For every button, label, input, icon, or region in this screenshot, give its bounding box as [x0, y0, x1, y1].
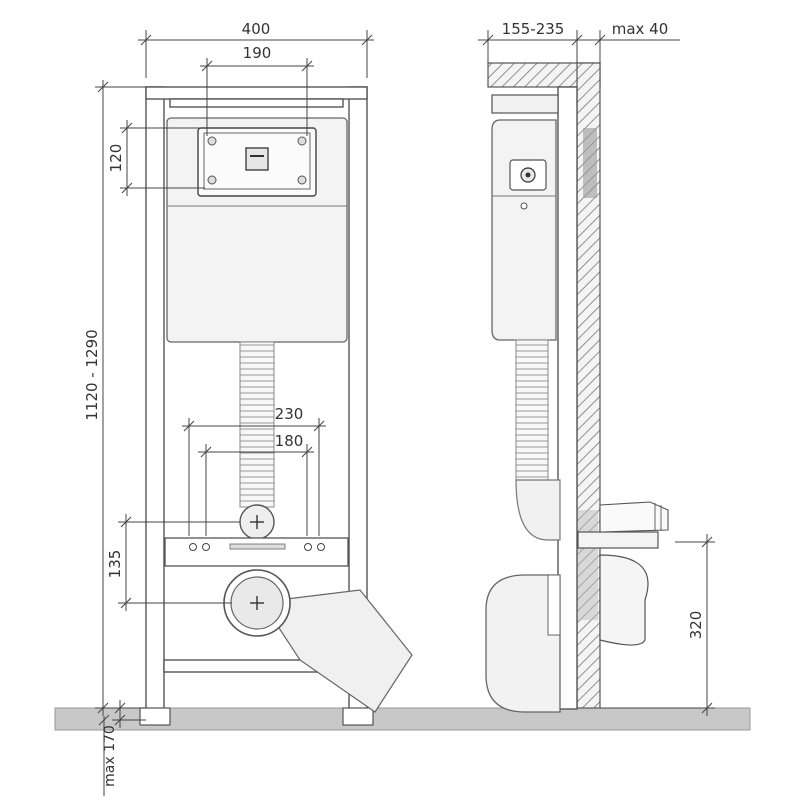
side-dimensions: 155-235 max 40 320	[478, 20, 715, 716]
dim-leg-extension-label: max 170	[102, 725, 118, 787]
dim-button-spacing-label: 190	[243, 44, 272, 62]
side-drain-bend	[485, 574, 561, 713]
dim-button-height-label: 120	[107, 144, 125, 173]
flush-mechanism	[245, 147, 269, 171]
top-bracket	[169, 98, 344, 108]
floor	[54, 707, 751, 731]
front-view	[139, 86, 413, 726]
dim-outlet-height-label: 320	[687, 611, 705, 640]
side-frame-post	[557, 86, 578, 710]
side-top-bracket	[491, 94, 559, 114]
dim-width-label: 400	[242, 20, 271, 38]
frame-left-post	[145, 86, 165, 710]
foot-left	[139, 707, 171, 726]
dim-total-height-label: 1120 - 1290	[83, 329, 101, 420]
side-cistern	[491, 119, 557, 341]
foot-right	[342, 707, 374, 726]
drain-elbow	[260, 589, 413, 713]
dim-bolt-inner-label: 180	[275, 432, 304, 450]
side-flush-pipe	[577, 531, 659, 549]
bolt-rail	[164, 537, 349, 567]
flush-hose	[239, 341, 275, 508]
front-dimensions: 400 190 120 1120 - 1290 230	[83, 20, 374, 796]
dim-pipe-spacing-label: 135	[106, 550, 124, 579]
frame-top-rail	[145, 86, 368, 100]
dim-depth-label: 155-235	[502, 20, 565, 38]
side-drain-connector	[599, 554, 649, 646]
dim-bolt-outer-label: 230	[275, 405, 304, 423]
dim-wall-label: max 40	[612, 20, 669, 38]
side-flush-hose	[515, 339, 549, 481]
side-view	[485, 62, 669, 713]
